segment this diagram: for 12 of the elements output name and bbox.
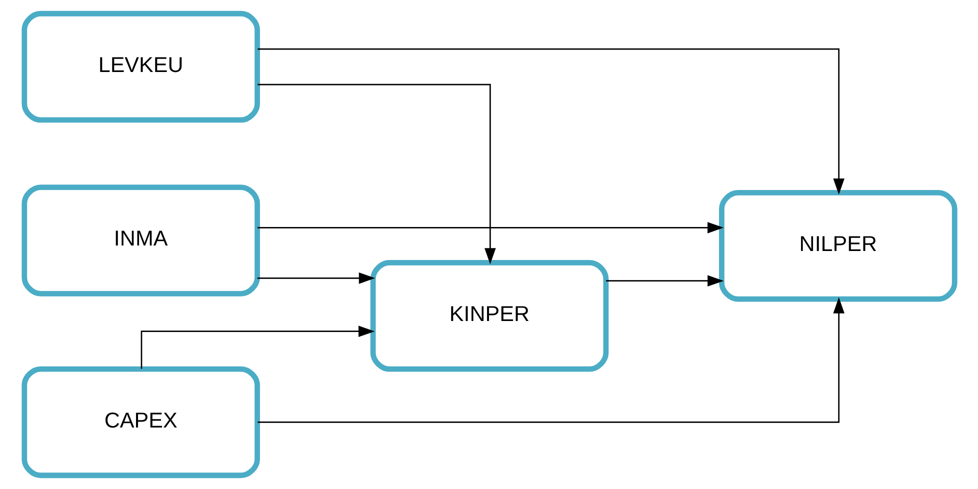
arrow	[257, 48, 844, 195]
arrow	[257, 222, 724, 234]
node-box: CAPEX	[21, 366, 260, 478]
node-box: NILPER	[718, 190, 957, 302]
arrow	[257, 297, 844, 423]
node-box: INMA	[21, 184, 260, 296]
node-box: KINPER	[370, 260, 608, 372]
arrow	[256, 272, 375, 284]
arrow	[606, 275, 724, 286]
arrow	[257, 84, 496, 264]
node-box: LEVKEU	[21, 10, 260, 123]
arrow	[140, 326, 374, 369]
